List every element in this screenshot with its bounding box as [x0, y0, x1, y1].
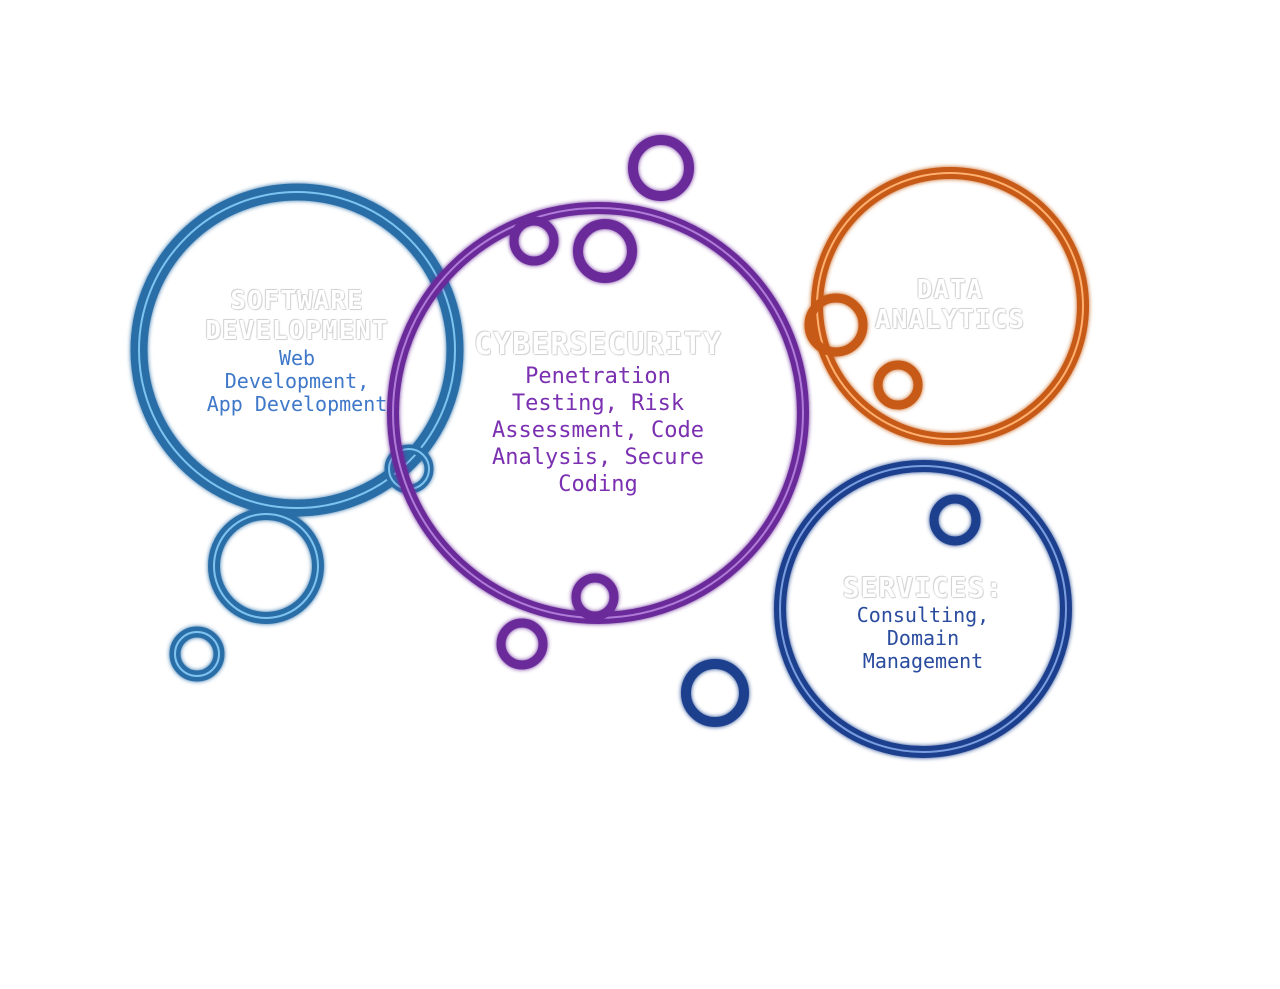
cyber-item-line5: Coding	[558, 471, 638, 497]
data-analytics-title-line2: ANALYTICS	[875, 304, 1025, 335]
cybersecurity-title: CYBERSECURITY	[474, 327, 722, 362]
services-item-line2: Domain	[886, 626, 960, 651]
cyber-bubble-top	[628, 135, 694, 201]
services-item-line1: Consulting,	[856, 603, 990, 628]
services-bubble-outside	[681, 659, 749, 727]
cybersecurity-bubbles	[387, 135, 809, 670]
software-item-line1: Web	[278, 345, 316, 370]
cyber-item-line4: Analysis, Secure	[492, 444, 704, 470]
services-bubbles	[681, 460, 1072, 758]
services-label: SERVICES: Consulting, Domain Management	[813, 571, 1033, 674]
data-bubble-inner	[873, 360, 923, 410]
services-title: SERVICES:	[842, 571, 1004, 604]
cyber-bubble-bottom-rim	[571, 573, 619, 621]
cyber-bubble-inner-right	[573, 219, 637, 283]
data-bubble-left	[804, 293, 868, 357]
software-development-title-line2: DEVELOPMENT	[205, 315, 389, 346]
cyber-item-line1: Penetration	[525, 363, 671, 389]
data-analytics-bubbles	[804, 167, 1089, 445]
services-item-line3: Management	[862, 649, 984, 674]
cybersecurity-label: CYBERSECURITY Penetration Testing, Risk …	[450, 327, 746, 498]
data-analytics-label: DATA ANALYTICS	[840, 275, 1060, 336]
software-item-line3: App Development	[206, 391, 388, 416]
data-analytics-title-line1: DATA	[916, 275, 984, 305]
software-development-bubbles	[130, 183, 464, 682]
cyber-item-line3: Assessment, Code	[492, 417, 704, 443]
software-development-title-line1: SOFTWARE	[230, 286, 364, 316]
software-development-label: SOFTWARE DEVELOPMENT Web Development, Ap…	[177, 286, 417, 416]
services-bubble-inner	[929, 494, 981, 546]
cyber-bubble-inner-left	[509, 216, 559, 266]
cyber-bubble-below	[496, 618, 548, 670]
cyber-item-line2: Testing, Risk	[511, 390, 685, 416]
software-item-line2: Development,	[224, 368, 370, 393]
